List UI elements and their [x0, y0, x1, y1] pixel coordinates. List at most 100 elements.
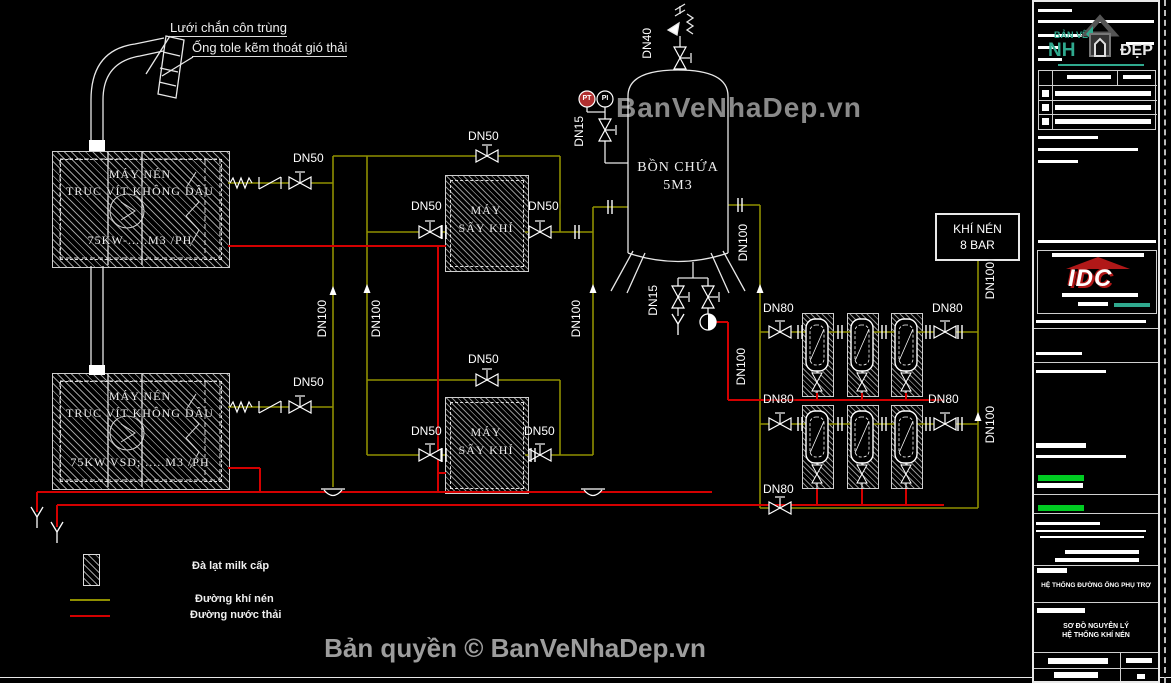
- pipe-label: DN100: [315, 300, 329, 338]
- valve-dn50: [475, 144, 499, 163]
- flow-arrow-icon: [974, 412, 982, 421]
- dryer-1-inner-border: [450, 180, 524, 267]
- tb-company-name-bar: [1038, 240, 1156, 243]
- tb-bar: [1137, 674, 1145, 679]
- drain-symbols: [30, 90, 982, 544]
- legend-item-waste-line: Đường nước thải: [190, 609, 282, 621]
- legend-hatch-swatch: [83, 554, 100, 586]
- banvenhadep-logo: BẢN VẼ NH ĐẸP: [1040, 14, 1162, 76]
- tb-green-highlight: [1038, 475, 1084, 481]
- legend-item-air-line: Đường khí nén: [195, 593, 274, 605]
- white-lines: [0, 3, 1171, 678]
- house-icon: [1080, 14, 1120, 57]
- pipe-label: DN100: [983, 262, 997, 300]
- tb-bar: [1048, 658, 1108, 664]
- valve-dn80: [933, 412, 957, 431]
- valve-dn50: [528, 220, 552, 239]
- pipe-label: DN50: [293, 375, 324, 389]
- copyright-caption: Bản quyền © BanVeNhaDep.vn: [324, 633, 706, 663]
- tb-bar: [1038, 136, 1098, 139]
- condensate-trap-fill: [708, 314, 716, 330]
- tb-bar: [1065, 550, 1139, 554]
- legend-item-supply: Đà lạt milk cấp: [192, 560, 270, 572]
- pipe-label: DN50: [528, 199, 559, 213]
- tb-bar: [1054, 672, 1098, 678]
- tb-bar: [1038, 58, 1062, 61]
- valve-dn15: [701, 285, 720, 309]
- pipe-label: DN100: [734, 348, 748, 386]
- idc-logo-box: IDC: [1037, 250, 1157, 314]
- pipe-label: DN100: [736, 224, 750, 262]
- pipe-label: DN80: [763, 392, 794, 406]
- tb-bar: [1126, 658, 1152, 663]
- pipe-label: DN50: [411, 199, 442, 213]
- air-outlet-box: KHÍ NÉN 8 BAR: [935, 213, 1020, 261]
- filter-vessels: [805, 318, 918, 464]
- brand-line1: BẢN VẼ: [1054, 30, 1089, 40]
- flow-arrow-icon: [329, 286, 337, 295]
- tb-drawing-title-2: HỆ THỐNG KHÍ NÉN: [1062, 632, 1130, 639]
- dryer-2-box: [445, 397, 529, 494]
- sheet-edge-dashed-line: [1164, 0, 1166, 683]
- tb-bar: [1036, 522, 1100, 525]
- compressor-2-box: [52, 373, 230, 490]
- filter-drain-valve: [900, 372, 912, 392]
- tb-revision-table: [1038, 70, 1157, 130]
- tb-bar: [1055, 558, 1139, 562]
- title-block: IDC HỆ THỐNG ĐƯỜNG ỐNG PHỤ TRỢ SƠ ĐỒ NGU…: [1032, 0, 1160, 683]
- pipe-label: DN50: [524, 424, 555, 438]
- pipe-label: DN100: [569, 300, 583, 338]
- pipe-label: DN80: [763, 482, 794, 496]
- filter-drain-valve: [811, 464, 823, 484]
- tb-bar: [1037, 483, 1083, 488]
- tb-drawing-title-1: SƠ ĐỒ NGUYÊN LÝ: [1063, 623, 1129, 630]
- pressure-transmitter-gauge: [578, 90, 596, 108]
- pi-gauge-label: PI: [601, 95, 609, 102]
- dryer-1-box: [445, 175, 529, 272]
- waste-pipes: [36, 245, 944, 527]
- tb-teal-rule: [1058, 64, 1144, 66]
- pipe-label: DN100: [983, 406, 997, 444]
- tb-bar: [1036, 530, 1146, 532]
- pipe-label: DN40: [640, 28, 654, 59]
- tb-bar: [1040, 536, 1144, 538]
- valve-dn80: [768, 320, 792, 339]
- annotation-insect-screen: Lưới chắn côn trùng: [170, 20, 287, 37]
- dryer-2-inner-border: [450, 402, 524, 489]
- valve-dn80: [768, 496, 792, 515]
- tb-bar: [1037, 608, 1085, 613]
- tb-bar: [1036, 352, 1082, 355]
- pipe-label: DN50: [468, 352, 499, 366]
- outlet-label-l2: 8 BAR: [960, 238, 995, 252]
- valve-dn50: [475, 368, 499, 387]
- filter-drain-valve: [900, 464, 912, 484]
- pt-gauge-label: PT: [582, 95, 592, 102]
- filter-drain-valve: [856, 372, 868, 392]
- tb-bar: [1038, 148, 1138, 151]
- valve-dn15: [671, 285, 690, 309]
- tb-bar: [1036, 320, 1146, 323]
- pipe-label: DN15: [572, 116, 586, 147]
- compressor-internals: [59, 158, 221, 481]
- idc-roof-icon: [1066, 257, 1130, 269]
- valve-dn50: [288, 171, 312, 190]
- watermark-text: BanVeNhaDep.vn: [616, 92, 862, 123]
- tb-bar: [1036, 370, 1106, 373]
- brand-dep: ĐẸP: [1120, 42, 1153, 59]
- legend-swatch-lines: [70, 599, 110, 617]
- flow-arrow-icon: [589, 284, 597, 293]
- valve-dn15: [598, 118, 617, 142]
- valve-dn50: [528, 443, 552, 462]
- tb-bar: [1038, 34, 1082, 37]
- valve-dn80: [933, 320, 957, 339]
- filter-drain-valve: [856, 464, 868, 484]
- pipe-label: DN50: [468, 129, 499, 143]
- tb-bar: [1036, 455, 1126, 458]
- flow-arrow-icon: [363, 284, 371, 293]
- valve-dn80: [768, 412, 792, 431]
- brand-nh: NH: [1048, 40, 1076, 61]
- pressure-indicator-gauge: [596, 90, 614, 108]
- tb-bar: [1036, 443, 1086, 448]
